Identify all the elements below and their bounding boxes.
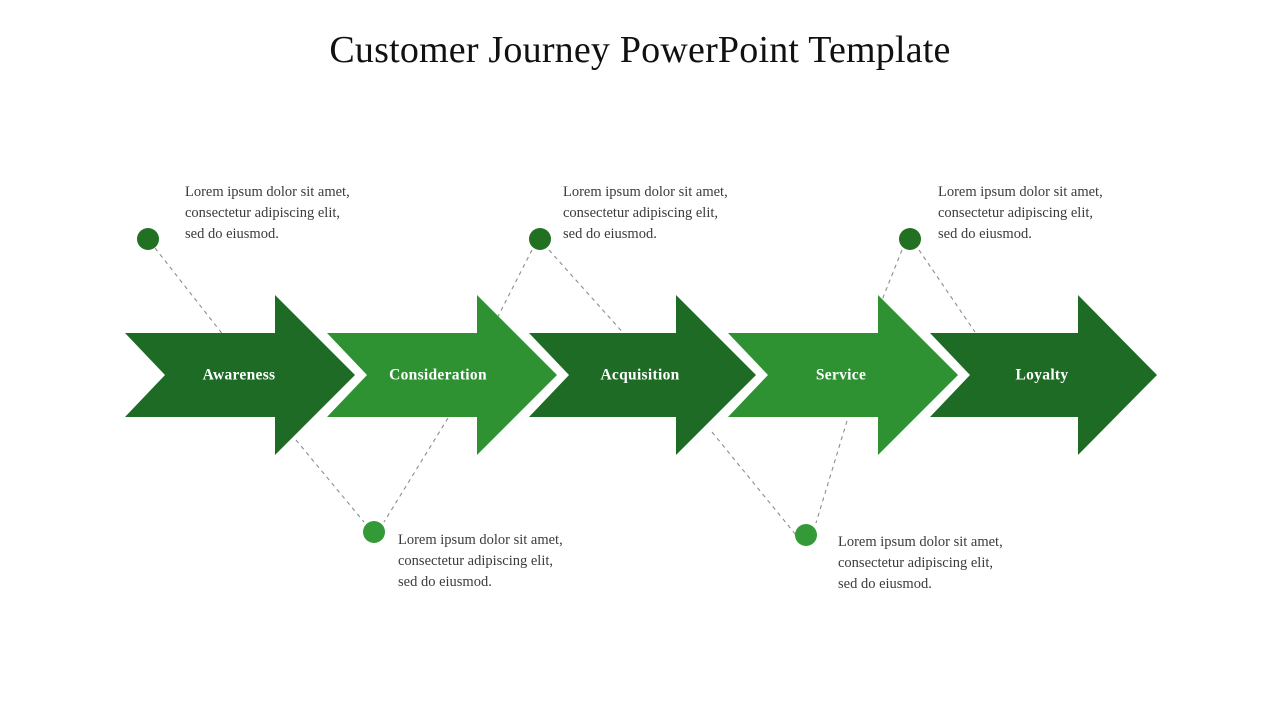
- page-title: Customer Journey PowerPoint Template: [329, 29, 951, 71]
- note-line: consectetur adipiscing elit,: [838, 555, 993, 571]
- connector-top-1-right: [154, 247, 225, 337]
- note-line: Lorem ipsum dolor sit amet,: [185, 184, 350, 200]
- stage-arrow-service[interactable]: [728, 295, 958, 455]
- connector-bottom-1-left: [295, 439, 365, 523]
- stage-arrow-acquisition[interactable]: [529, 295, 756, 455]
- note-line: sed do eiusmod.: [838, 576, 932, 592]
- callout-dot-bottom-2[interactable]: [795, 524, 817, 546]
- note-line: sed do eiusmod.: [563, 226, 657, 242]
- note-line: Lorem ipsum dolor sit amet,: [398, 532, 563, 548]
- connector-top-3-left: [881, 249, 903, 301]
- callout-note-bottom-1: Lorem ipsum dolor sit amet, consectetur …: [398, 532, 563, 590]
- connector-top-3-right: [918, 249, 976, 333]
- stage-arrow-consideration[interactable]: [327, 295, 557, 455]
- note-line: Lorem ipsum dolor sit amet,: [938, 184, 1103, 200]
- stage-arrow-loyalty[interactable]: [930, 295, 1157, 455]
- callout-dot-top-1[interactable]: [137, 228, 159, 250]
- stage-arrows: [125, 295, 1157, 455]
- callout-dots: [137, 228, 921, 546]
- note-line: Lorem ipsum dolor sit amet,: [838, 534, 1003, 550]
- callout-notes: Lorem ipsum dolor sit amet, consectetur …: [185, 184, 1103, 592]
- callout-note-bottom-2: Lorem ipsum dolor sit amet, consectetur …: [838, 534, 1003, 592]
- callout-dot-top-3[interactable]: [899, 228, 921, 250]
- note-line: consectetur adipiscing elit,: [938, 205, 1093, 221]
- connector-top-2-right: [548, 249, 627, 337]
- note-line: sed do eiusmod.: [398, 574, 492, 590]
- stage-label-consideration: Consideration: [389, 367, 487, 384]
- note-line: consectetur adipiscing elit,: [563, 205, 718, 221]
- callout-note-top-3: Lorem ipsum dolor sit amet, consectetur …: [938, 184, 1103, 242]
- note-line: consectetur adipiscing elit,: [185, 205, 340, 221]
- callout-dot-top-2[interactable]: [529, 228, 551, 250]
- note-line: consectetur adipiscing elit,: [398, 553, 553, 569]
- connector-bottom-2-right: [815, 420, 848, 524]
- connector-bottom-2-left: [711, 431, 797, 536]
- stage-label-service: Service: [816, 367, 866, 384]
- callout-note-top-2: Lorem ipsum dolor sit amet, consectetur …: [563, 184, 728, 242]
- note-line: sed do eiusmod.: [938, 226, 1032, 242]
- callout-dot-bottom-1[interactable]: [363, 521, 385, 543]
- stage-arrow-awareness[interactable]: [125, 295, 355, 455]
- stage-label-awareness: Awareness: [203, 367, 276, 384]
- note-line: sed do eiusmod.: [185, 226, 279, 242]
- note-line: Lorem ipsum dolor sit amet,: [563, 184, 728, 200]
- stage-label-loyalty: Loyalty: [1016, 367, 1069, 384]
- stage-label-acquisition: Acquisition: [600, 367, 679, 384]
- connector-lines: [154, 247, 976, 536]
- callout-note-top-1: Lorem ipsum dolor sit amet, consectetur …: [185, 184, 350, 242]
- stage-arrow-labels: Awareness Consideration Acquisition Serv…: [203, 367, 1069, 384]
- connector-bottom-1-right: [383, 417, 449, 523]
